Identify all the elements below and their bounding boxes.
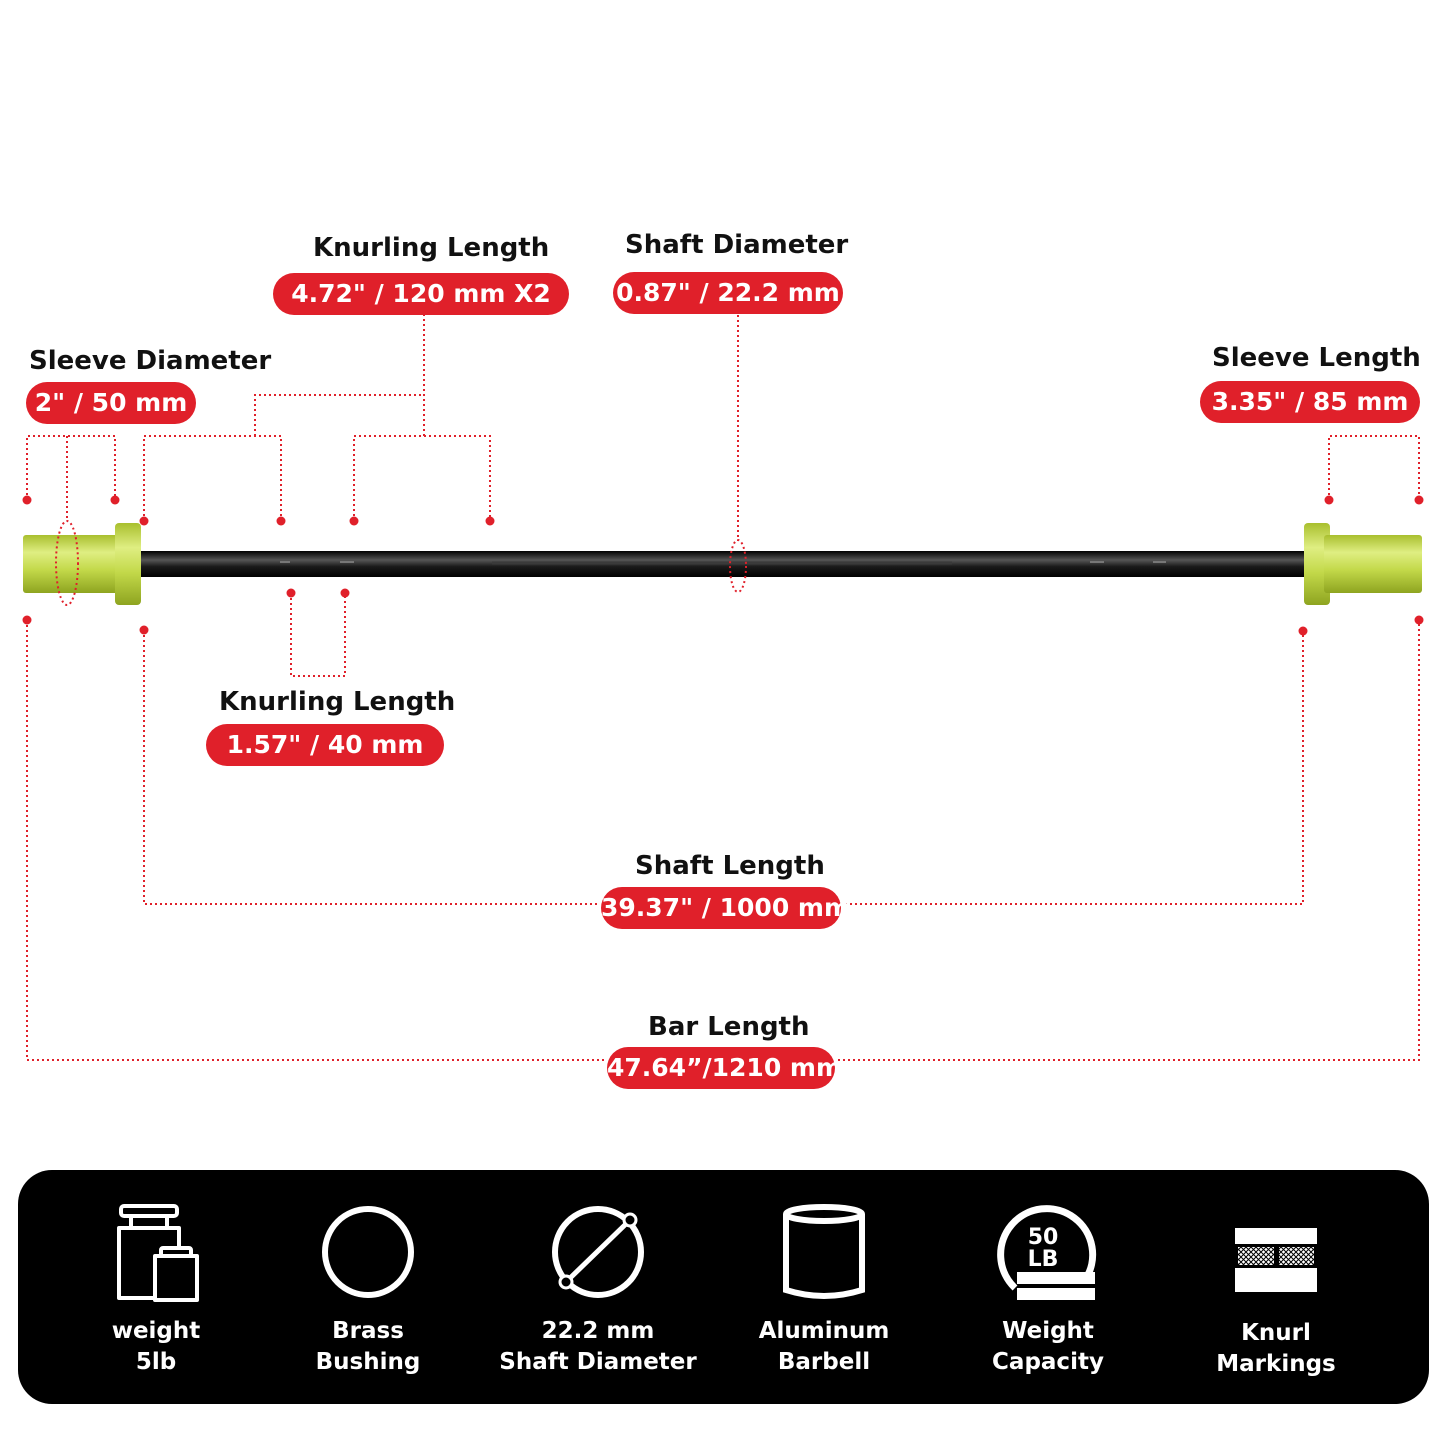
sleeve-diameter-value: 2" / 50 mm	[26, 382, 196, 424]
feature-capacity-line1: Weight	[1002, 1318, 1094, 1344]
feature-bushing-line2: Bushing	[315, 1349, 421, 1375]
shaft-length-title: Shaft Length	[635, 851, 825, 881]
bar-length-value: 47.64”/1210 mm	[607, 1047, 842, 1089]
weight-icon	[117, 1204, 199, 1302]
right-sleeve	[1304, 523, 1422, 605]
feature-bushing-line1: Brass	[332, 1318, 404, 1344]
capacity-badge-top: 50	[1028, 1225, 1059, 1250]
feature-knurl-line1: Knurl	[1241, 1320, 1311, 1346]
feature-aluminum-line2: Barbell	[777, 1349, 871, 1375]
sleeve-length-title: Sleeve Length	[1212, 343, 1421, 373]
capacity-icon: 50 LB	[997, 1205, 1097, 1300]
feature-weight-line2: 5lb	[135, 1349, 177, 1375]
knurling-length-2-title: Knurling Length	[219, 687, 456, 717]
knurl-icon	[1235, 1228, 1317, 1292]
feature-knurl-line2: Markings	[1216, 1351, 1336, 1377]
sleeve-diameter-title: Sleeve Diameter	[29, 346, 272, 376]
dimension-lines	[26, 315, 1420, 1061]
left-sleeve	[23, 523, 141, 605]
feature-capacity-line2: Capacity	[992, 1349, 1104, 1375]
barbell-shaft	[135, 551, 1310, 577]
feature-diameter-line1: 22.2 mm	[541, 1318, 655, 1344]
bar-length-title: Bar Length	[648, 1012, 810, 1042]
feature-weight: weight 5lb	[46, 1170, 266, 1404]
diameter-icon	[552, 1206, 644, 1298]
ring-icon	[322, 1206, 414, 1298]
dimension-dots	[22, 495, 1424, 636]
cylinder-icon	[783, 1204, 865, 1299]
shaft-length-value: 39.37" / 1000 mm	[601, 887, 850, 929]
feature-diameter-line2: Shaft Diameter	[499, 1349, 697, 1375]
knurling-length-value: 4.72" / 120 mm X2	[273, 273, 569, 315]
sleeve-length-value: 3.35" / 85 mm	[1200, 381, 1420, 423]
capacity-badge-bottom: LB	[1028, 1247, 1059, 1272]
feature-weight-line1: weight	[111, 1318, 201, 1344]
knurling-length-2-value: 1.57" / 40 mm	[206, 724, 444, 766]
shaft-diameter-value: 0.87" / 22.2 mm	[613, 272, 843, 314]
feature-shaft-diameter: 22.2 mm Shaft Diameter	[488, 1170, 708, 1404]
knurling-length-title: Knurling Length	[313, 233, 550, 263]
shaft-diameter-title: Shaft Diameter	[625, 230, 849, 260]
barbell-diagram	[22, 315, 1424, 1061]
feature-aluminum-line1: Aluminum	[758, 1318, 890, 1344]
